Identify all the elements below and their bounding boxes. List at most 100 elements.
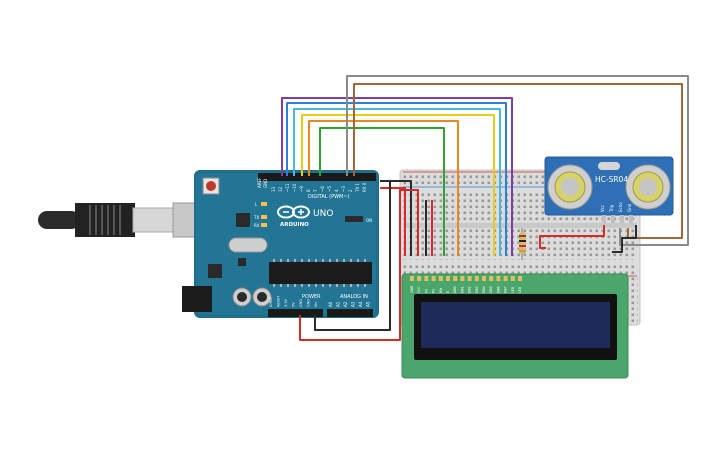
- analog-pin-label: A3: [351, 301, 356, 307]
- analog-pin-label: A5: [366, 301, 371, 307]
- power-pin-label: Vin: [314, 301, 318, 307]
- digital-pin-label: ~6: [320, 186, 325, 192]
- digital-pin-label: ~9: [299, 186, 304, 192]
- lcd-pin[interactable]: [424, 276, 429, 281]
- on-label: ON: [366, 218, 372, 223]
- lcd-pin[interactable]: [431, 276, 436, 281]
- lcd-pin[interactable]: [518, 276, 522, 281]
- lcd-screen: [421, 302, 610, 348]
- lcd-pin-label: DB7: [504, 286, 508, 293]
- wire-black-top: [380, 180, 412, 256]
- power-jack[interactable]: [182, 286, 212, 312]
- digital-header-label: DIGITAL (PWM~): [308, 194, 350, 200]
- lcd-pin[interactable]: [482, 276, 486, 281]
- lcd-pin-label: DB3: [475, 286, 479, 293]
- sensor-pin-label: Trig: [609, 204, 614, 213]
- analog-pin-label: A0: [328, 301, 333, 307]
- wire-black-sensor: [612, 225, 637, 253]
- lcd-pin[interactable]: [446, 276, 450, 281]
- analog-header-label: ANALOG IN: [340, 294, 368, 300]
- sensor-pin[interactable]: [602, 215, 606, 223]
- lcd-pin-label: RS: [432, 289, 436, 293]
- sensor-pin-labels: Vcc Trig Echo Gnd: [600, 202, 633, 223]
- digital-pin-label: 8: [306, 189, 311, 192]
- tx-label: TX: [253, 215, 259, 220]
- digital-pin-label: ~5: [327, 186, 332, 192]
- wire-purple: [281, 97, 513, 256]
- lcd-pin[interactable]: [503, 276, 508, 281]
- sensor-pin-label: Vcc: [600, 205, 605, 212]
- lcd-pin-label: VCC: [417, 286, 421, 293]
- lcd-pin-label: DB5: [489, 286, 493, 293]
- resistor[interactable]: [519, 228, 526, 260]
- power-pin-label: 5V: [292, 302, 296, 307]
- lcd-pin-label: DB1: [460, 286, 464, 293]
- lcd-pin[interactable]: [474, 276, 479, 281]
- wire-brown: [353, 83, 683, 239]
- digital-pin-label: 13: [271, 186, 276, 192]
- atmega-chip: [269, 262, 372, 284]
- rx-label: RX: [254, 223, 260, 228]
- usb-cable[interactable]: [38, 202, 199, 238]
- sensor-pin[interactable]: [629, 215, 633, 223]
- gnd-label: GND: [263, 179, 268, 188]
- lcd-pin-label: RW: [439, 287, 443, 293]
- digital-pin-label: ~11: [285, 183, 290, 192]
- wire-yellow: [301, 114, 495, 256]
- lcd-pin[interactable]: [410, 276, 414, 281]
- sensor-pin-label: Gnd: [627, 203, 632, 212]
- sensor-pin[interactable]: [611, 215, 615, 223]
- lcd-pin[interactable]: [467, 276, 472, 281]
- power-pin-label: 3.3V: [284, 298, 288, 307]
- wire-cyan: [293, 108, 501, 256]
- lcd-pin-label: E: [446, 291, 450, 293]
- wire-gray: [346, 75, 689, 246]
- digital-pin-label: 4: [334, 189, 339, 192]
- digital-pin-label: RX 0: [362, 182, 367, 192]
- power-header-label: POWER: [302, 294, 321, 300]
- wire-black-power: [314, 182, 391, 331]
- lcd-pin[interactable]: [510, 276, 515, 281]
- lcd-pin[interactable]: [453, 276, 458, 281]
- lcd-pin[interactable]: [460, 276, 465, 281]
- analog-pin-label: A2: [343, 301, 348, 307]
- model-label: UNO: [313, 209, 333, 219]
- lcd-pin-label: DB0: [453, 286, 457, 293]
- wire-orange: [308, 120, 459, 256]
- analog-pin-label: A1: [336, 301, 341, 307]
- sensor-pin-label: Echo: [618, 202, 623, 212]
- analog-header: [327, 309, 373, 317]
- wire-green: [319, 127, 445, 256]
- wire-red-sensor: [539, 225, 605, 249]
- sensor-pin[interactable]: [620, 215, 624, 223]
- lcd-pin[interactable]: [417, 276, 422, 281]
- lcd-pin-label: LED: [518, 286, 522, 293]
- analog-pin-label: A4: [358, 301, 363, 307]
- wire-blue: [286, 102, 507, 256]
- l-label: L: [255, 202, 258, 207]
- digital-pin-label: ~10: [292, 183, 297, 192]
- digital-pin-label: 12: [278, 186, 283, 192]
- brand-label: ARDUINO: [280, 222, 309, 228]
- lcd-pin-label: DB4: [482, 286, 486, 293]
- power-pin-label: RESET: [277, 295, 281, 307]
- aref-label: AREF: [257, 177, 262, 188]
- wire-red-power: [299, 189, 419, 341]
- power-pin-label: IOREF: [269, 297, 273, 307]
- wire-red-top: [380, 187, 406, 256]
- lcd-pin-label: LED: [511, 286, 515, 293]
- lcd-pin-label: V0: [424, 289, 428, 293]
- lcd-pin[interactable]: [496, 276, 501, 281]
- power-header: [268, 309, 323, 317]
- lcd-pin-label: DB2: [468, 286, 472, 293]
- digital-pin-label: ~3: [341, 186, 346, 192]
- lcd-pin[interactable]: [438, 276, 443, 281]
- lcd-pin[interactable]: [489, 276, 494, 281]
